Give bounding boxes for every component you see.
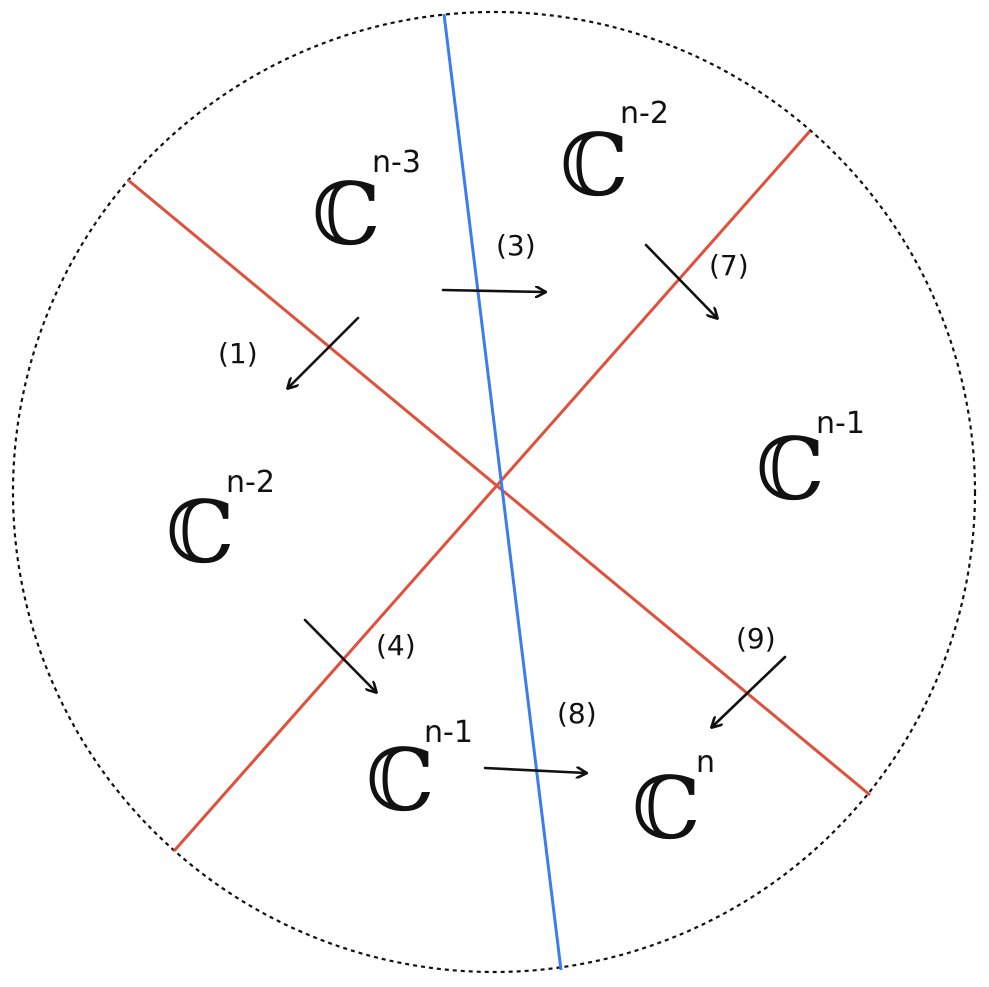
- map-arrow-1: [288, 316, 360, 388]
- blue-wall-line: [442, 13, 563, 971]
- region-bottom-right-exponent: n: [696, 745, 715, 780]
- map-label-8: (8): [557, 697, 597, 730]
- region-bottom-right: ℂ n: [632, 745, 715, 859]
- dashed-boundary-circle: [11, 10, 977, 974]
- map-label-4: (4): [376, 629, 416, 662]
- region-bottom-left: ℂ n-1: [366, 715, 473, 831]
- region-bottom-left-exponent: n-1: [424, 715, 473, 750]
- map-label-9: (9): [736, 622, 776, 655]
- region-left: ℂ n-2: [166, 465, 275, 583]
- region-top-right-base: ℂ: [560, 116, 628, 216]
- map-label-3: (3): [496, 229, 536, 262]
- region-bottom-left-base: ℂ: [366, 731, 434, 831]
- map-arrow-4: [303, 618, 376, 692]
- map-arrow-3: [441, 290, 545, 292]
- map-arrow-8: [483, 768, 586, 773]
- map-arrow-7: [644, 243, 717, 318]
- region-top-left-exponent: n-3: [372, 145, 421, 180]
- region-top-left-base: ℂ: [312, 165, 380, 265]
- map-arrow-9: [712, 655, 787, 727]
- region-left-base: ℂ: [166, 483, 234, 583]
- map-label-7: (7): [709, 249, 749, 282]
- red-wall-line-ascending: [172, 130, 812, 852]
- map-label-1: (1): [218, 337, 258, 370]
- region-left-exponent: n-2: [226, 465, 275, 500]
- region-right: ℂ n-1: [756, 406, 865, 520]
- region-top-right: ℂ n-2: [560, 96, 669, 216]
- region-right-exponent: n-1: [816, 406, 865, 441]
- region-right-base: ℂ: [756, 420, 824, 520]
- region-top-left: ℂ n-3: [312, 145, 421, 265]
- region-top-right-exponent: n-2: [620, 96, 669, 131]
- region-bottom-right-base: ℂ: [632, 759, 700, 859]
